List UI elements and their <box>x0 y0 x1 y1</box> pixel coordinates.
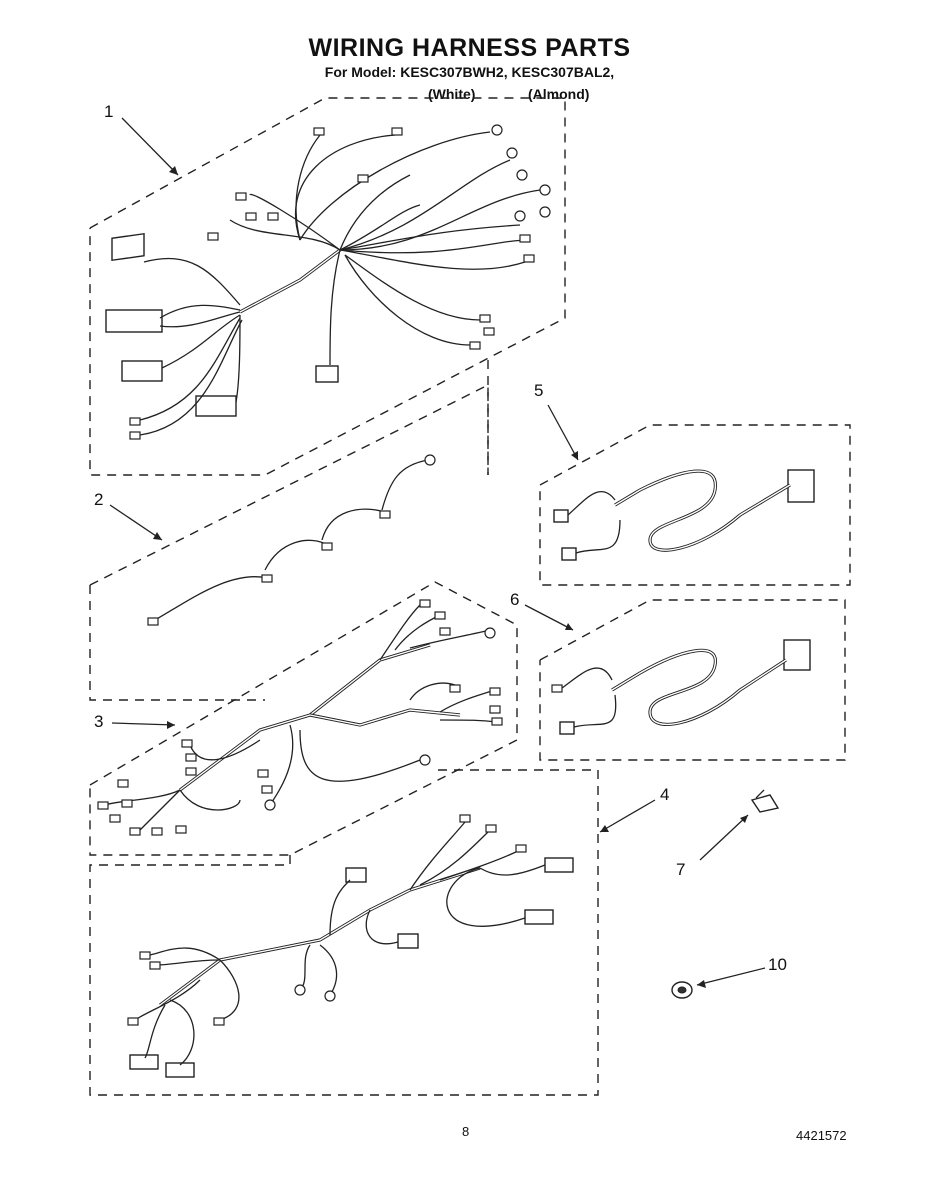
part-2-harness <box>147 454 436 626</box>
part-5-boundary <box>539 424 851 586</box>
part-2-boundary <box>89 383 489 701</box>
callout-10: 10 <box>768 955 787 974</box>
part-3-harness <box>97 599 503 836</box>
callout-6: 6 <box>510 590 520 609</box>
leader-lines <box>109 117 766 988</box>
callout-7: 7 <box>676 860 686 879</box>
part-5-harness <box>553 469 815 561</box>
part-1-harness <box>105 124 551 440</box>
callout-3: 3 <box>94 712 104 731</box>
callout-2: 2 <box>94 490 104 509</box>
part-4-boundary <box>89 769 599 1096</box>
part-7-clip <box>750 789 780 813</box>
callout-5: 5 <box>534 381 544 400</box>
callout-1: 1 <box>104 102 114 121</box>
part-4-harness <box>127 814 574 1078</box>
document-number: 4421572 <box>796 1128 847 1143</box>
part-6-harness <box>551 639 811 735</box>
model-line: For Model: KESC307BWH2, KESC307BAL2, <box>324 64 615 80</box>
part-3-boundary <box>89 581 518 856</box>
page-number: 8 <box>462 1124 470 1139</box>
part-1-boundary <box>89 97 566 476</box>
part-6-boundary <box>539 599 846 761</box>
part-10-grommet <box>671 981 693 999</box>
callout-4: 4 <box>660 785 670 804</box>
page-title: WIRING HARNESS PARTS <box>308 34 631 62</box>
